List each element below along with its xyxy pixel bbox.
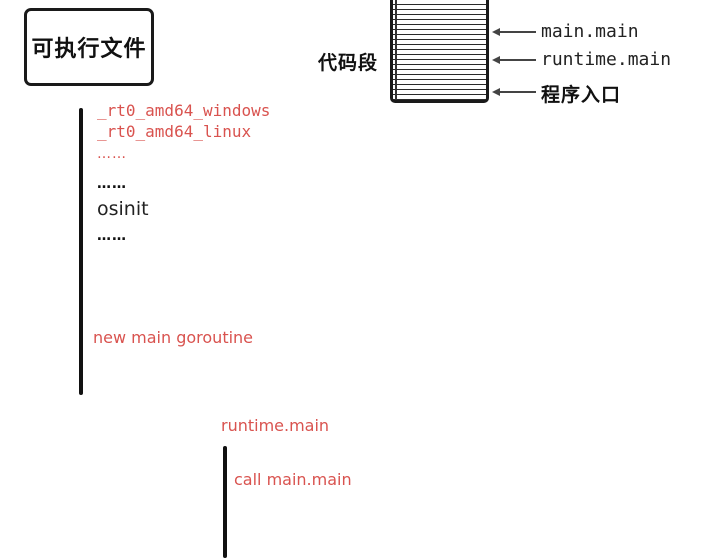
ellipsis-2: …… xyxy=(97,228,127,244)
arrow-line-entry xyxy=(498,91,536,93)
bootstrap-timeline xyxy=(79,108,83,395)
arrow-head-entry xyxy=(492,88,500,96)
entry-linux: _rt0_amd64_linux xyxy=(97,122,252,141)
arrow-line-runtime-main xyxy=(498,59,536,61)
runtime-main-timeline xyxy=(223,446,227,558)
code-segment-inner-edge xyxy=(395,0,397,100)
ellipsis-1: …… xyxy=(97,176,127,192)
annotation-runtime-main: runtime.main xyxy=(541,49,672,70)
arrow-head-runtime-main xyxy=(492,56,500,64)
runtime-main-title: runtime.main xyxy=(221,416,330,435)
ellipsis-red: …… xyxy=(97,146,127,162)
osinit-label: osinit xyxy=(97,198,149,220)
code-segment-label: 代码段 xyxy=(318,52,379,74)
arrow-head-main-main xyxy=(492,28,500,36)
annotation-main-main: main.main xyxy=(541,21,639,42)
entry-windows: _rt0_amd64_windows xyxy=(97,101,271,120)
executable-box: 可执行文件 xyxy=(24,8,154,86)
arrow-line-main-main xyxy=(498,31,536,33)
call-main-main: call main.main xyxy=(234,470,352,489)
new-main-goroutine: new main goroutine xyxy=(93,328,254,347)
executable-title: 可执行文件 xyxy=(31,37,147,62)
code-segment-block xyxy=(390,0,489,103)
annotation-entry-point: 程序入口 xyxy=(541,84,622,106)
